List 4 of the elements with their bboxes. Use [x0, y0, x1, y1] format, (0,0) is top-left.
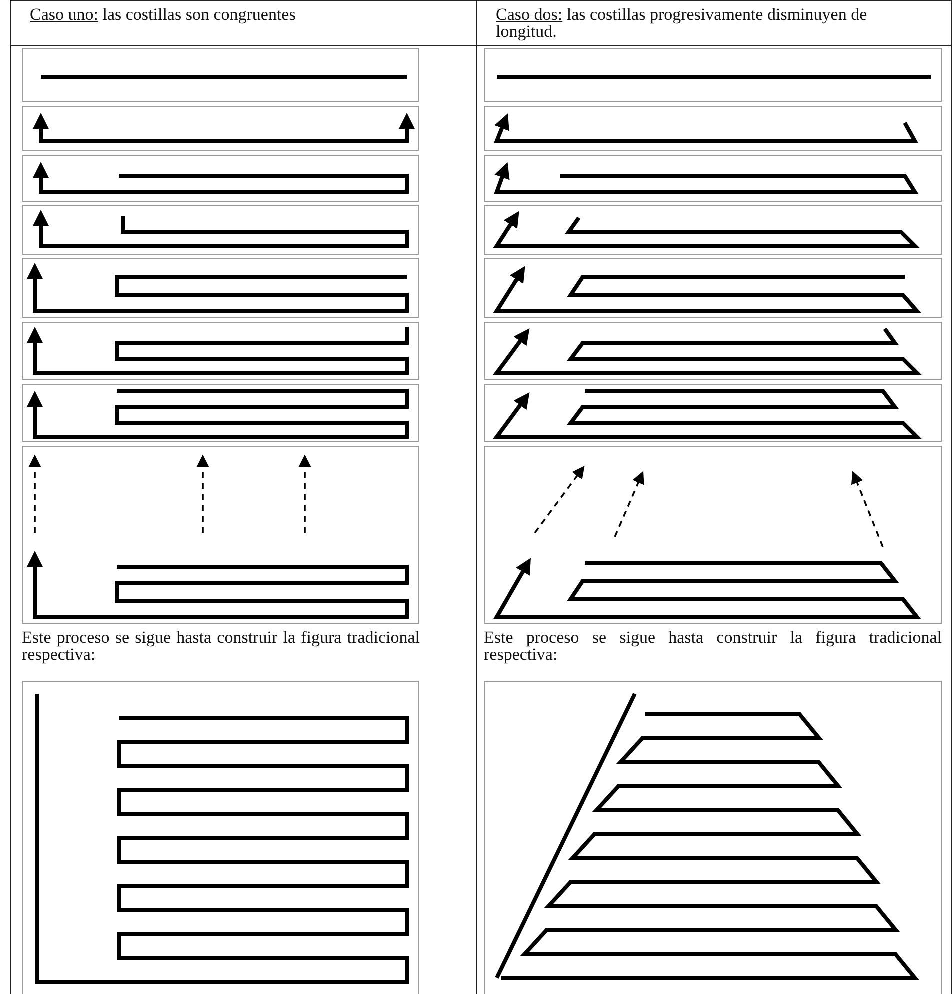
column-heading: Caso uno: las costillas son congruentes [29, 4, 297, 26]
body-text: Este proceso se sigue hasta construir la figura tradicional respectiva: [484, 629, 942, 663]
column-heading: Caso dos: las costillas progresivamente disminuyen de longitud. [495, 4, 868, 43]
body-text: Este proceso se sigue hasta construir la figura tradicional respectiva: [22, 629, 420, 663]
